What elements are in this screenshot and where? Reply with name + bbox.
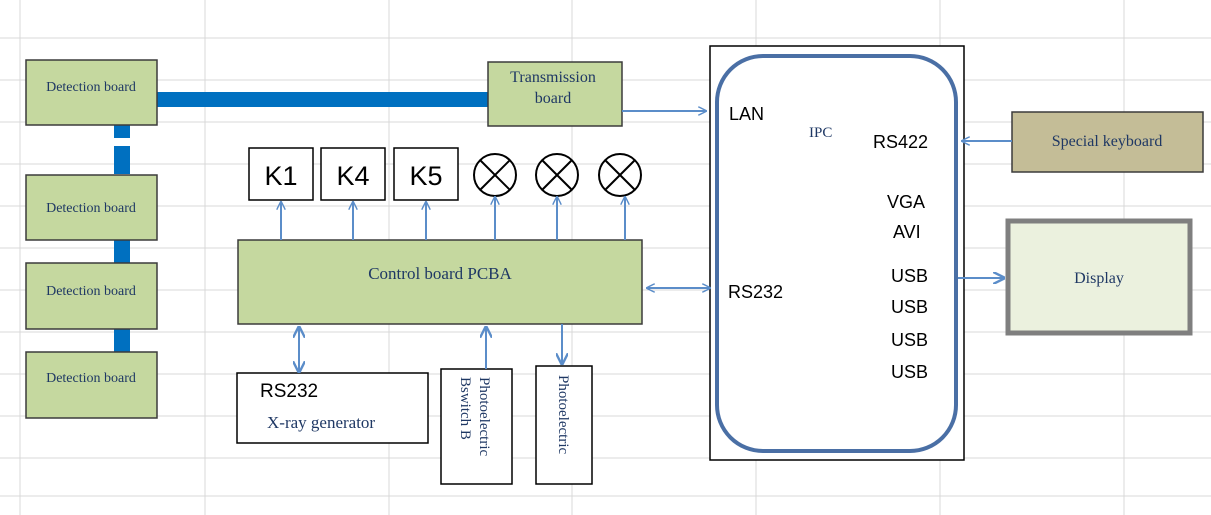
x-ray-generator: RS232 X-ray generator	[236, 372, 429, 444]
horizontal-bus	[157, 92, 490, 107]
indicator-lamp-icon	[598, 153, 642, 197]
transmission-board-label-line1: Transmission	[510, 69, 596, 86]
key-label: K4	[336, 161, 369, 191]
detection-board-label: Detection board	[46, 80, 136, 95]
control-board: Control board PCBA	[237, 239, 643, 325]
display-label: Display	[1074, 270, 1124, 287]
display: Display	[1005, 218, 1193, 336]
detection-board: Detection board	[25, 351, 158, 419]
ipc-rounded-outline	[715, 54, 958, 453]
detection-bus	[114, 92, 490, 352]
x-ray-port-label: RS232	[260, 381, 318, 402]
ipc-port-lan: LAN	[729, 104, 764, 124]
key-box-k5: K5	[393, 147, 459, 201]
x-ray-generator-label: X-ray generator	[267, 413, 375, 432]
ipc-port-vga: VGA	[887, 192, 925, 212]
photoelectric-switch-label: Photoelectric	[555, 375, 571, 454]
detection-board-label: Detection board	[46, 284, 136, 299]
photoelectric-switch-b: Photoelectric Bswitch B	[440, 368, 513, 485]
indicator-lamp-icon	[473, 153, 517, 197]
ipc-port-avi: AVI	[893, 222, 921, 242]
vertical-bus-segment	[114, 329, 130, 352]
photoelectric-switch-b-label-line1: Photoelectric	[476, 377, 492, 456]
ipc-port-rs232: RS232	[728, 282, 783, 302]
photoelectric-switch-b-label-line2: Bswitch B	[457, 377, 473, 440]
detection-board: Detection board	[25, 174, 158, 241]
vertical-bus-dashed-segment	[114, 146, 130, 174]
vertical-bus-dashed-segment	[114, 124, 130, 138]
detection-board: Detection board	[25, 262, 158, 330]
ipc-label: IPC	[809, 125, 832, 141]
transmission-board: Transmission board	[487, 61, 623, 127]
photoelectric-switch: Photoelectric	[535, 365, 593, 485]
ipc-port-rs422: RS422	[873, 132, 928, 152]
key-box-k4: K4	[320, 147, 386, 201]
key-box-k1: K1	[248, 147, 314, 201]
ipc-port-usb: USB	[891, 362, 928, 382]
ipc: IPC LAN RS422 VGA AVI RS232 USB USB USB …	[709, 45, 965, 461]
key-label: K1	[264, 161, 297, 191]
special-keyboard: Special keyboard	[1011, 111, 1204, 173]
control-board-label: Control board PCBA	[368, 264, 512, 283]
indicator-lamp-icon	[535, 153, 579, 197]
transmission-board-label-line2: board	[535, 90, 571, 107]
special-keyboard-label: Special keyboard	[1052, 133, 1163, 150]
ipc-port-usb: USB	[891, 330, 928, 350]
vertical-bus-segment	[114, 240, 130, 263]
key-label: K5	[409, 161, 442, 191]
ipc-port-usb: USB	[891, 266, 928, 286]
detection-board-label: Detection board	[46, 201, 136, 216]
ipc-outer-frame	[709, 45, 965, 461]
detection-board: Detection board	[25, 59, 158, 126]
ipc-port-usb: USB	[891, 297, 928, 317]
detection-board-label: Detection board	[46, 371, 136, 386]
connection-arrows	[281, 111, 1012, 372]
